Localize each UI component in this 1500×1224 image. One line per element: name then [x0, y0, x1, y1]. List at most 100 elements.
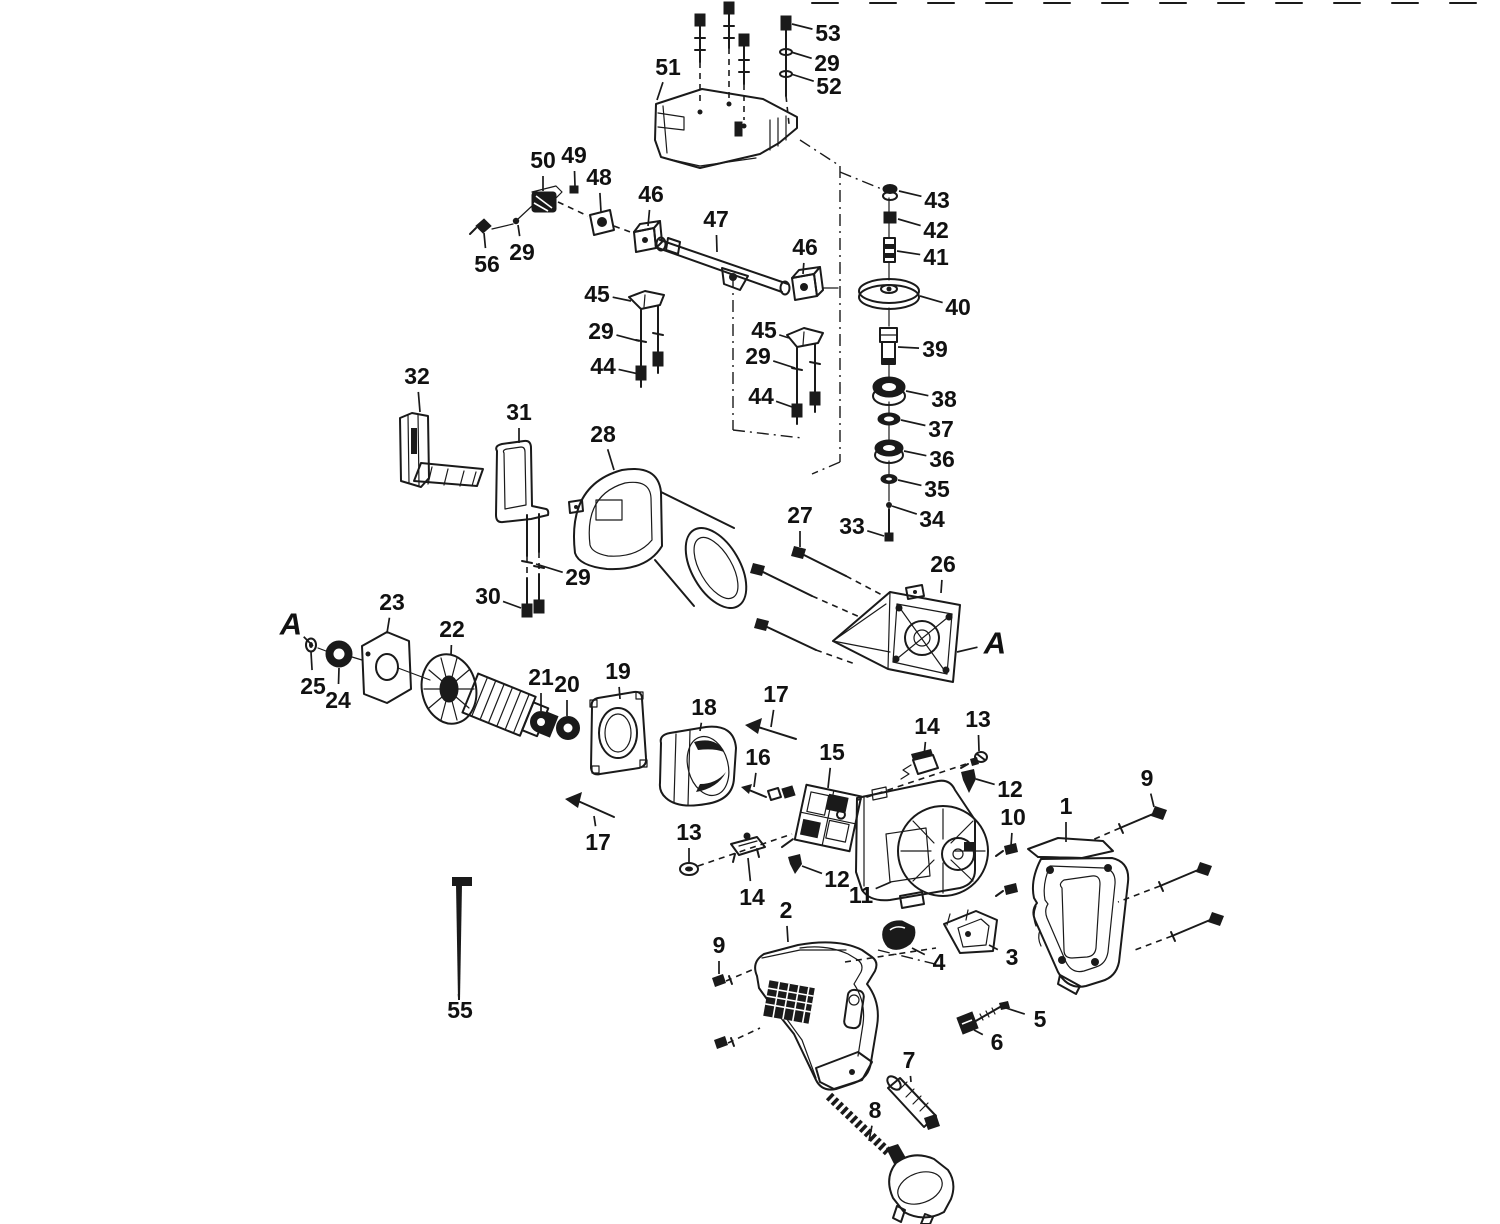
part-31-stirrup [495, 439, 550, 618]
part-26-gear-box [832, 584, 961, 683]
part-label-45: 45 [751, 317, 777, 343]
leader-line [977, 734, 980, 752]
leader-line [337, 667, 340, 685]
leader-line [770, 709, 775, 728]
part-43-nut [882, 184, 898, 201]
leader-line [897, 218, 921, 227]
leader-line [1149, 793, 1155, 808]
part-label-5: 5 [1034, 1006, 1047, 1032]
part-12-screw-upper [961, 769, 976, 793]
part-label-55: 55 [447, 997, 473, 1023]
part-label-46: 46 [792, 234, 818, 260]
fan-spokes [423, 657, 475, 721]
part-label-12: 12 [997, 776, 1023, 802]
leader-line [1010, 832, 1013, 847]
part-28-front-housing [568, 468, 748, 609]
leader-line [715, 234, 718, 253]
part-12-screw-lower [788, 854, 802, 874]
part-label-27: 27 [787, 502, 813, 528]
leader-line [911, 947, 926, 956]
leader-line [900, 419, 926, 427]
part-40-gear-disc [858, 278, 920, 310]
leader-line [618, 686, 621, 700]
leader-line [786, 925, 789, 943]
part-label-17: 17 [763, 681, 789, 707]
leader-line [386, 617, 391, 634]
part-21-bearing [530, 711, 552, 733]
part-label-16: 16 [745, 744, 771, 770]
part-label-41: 41 [923, 244, 949, 270]
part-label-44: 44 [748, 383, 774, 409]
part-4-trigger [877, 920, 948, 968]
vent-grid [763, 980, 815, 1024]
part-label-52: 52 [816, 73, 842, 99]
part-label-47: 47 [703, 206, 729, 232]
part-label-20: 20 [554, 671, 580, 697]
screws-9-left [712, 968, 761, 1049]
leader-line [923, 741, 927, 757]
leader-line [775, 400, 796, 409]
part-label-35: 35 [924, 476, 950, 502]
leader-line [975, 778, 995, 786]
leader-line [905, 390, 929, 397]
leader-line [618, 368, 640, 375]
part-36-bearing [874, 439, 904, 464]
part-13-screw-upper [960, 751, 988, 769]
part-label-38: 38 [931, 386, 957, 412]
part-48-guide-plate [589, 209, 634, 236]
part-label-25: 25 [300, 673, 326, 699]
part-46-cube-right [791, 266, 839, 301]
leader-line [310, 651, 313, 671]
leader-line [867, 529, 885, 537]
leader-line [772, 360, 796, 369]
part-38-bearing [872, 376, 906, 406]
leader-line [483, 232, 487, 249]
part-label-17: 17 [585, 829, 611, 855]
part-19-baffle-plate [589, 690, 648, 776]
leader-line [1005, 1007, 1026, 1015]
part-7-cord-sleeve [886, 1075, 940, 1130]
leader-line [656, 81, 664, 101]
bracket-45-right [786, 327, 824, 425]
leader-line [898, 190, 922, 198]
screw-30-head [521, 603, 533, 618]
part-label-45: 45 [584, 281, 610, 307]
part-label-29: 29 [509, 239, 535, 265]
leader-line [897, 346, 920, 349]
part-label-24: 24 [325, 687, 351, 713]
part-label-10: 10 [1000, 804, 1026, 830]
part-55-wrench [452, 877, 472, 1000]
leader-line [502, 600, 522, 609]
part-label-13: 13 [676, 819, 702, 845]
part-3-switch [943, 909, 998, 954]
part-46-cube-left [633, 220, 663, 253]
part-label-29: 29 [814, 50, 840, 76]
part-label-30: 30 [475, 583, 501, 609]
screws-27 [750, 546, 885, 665]
part-label-32: 32 [404, 363, 430, 389]
part-label-31: 31 [506, 399, 532, 425]
part-24-bearing [325, 640, 353, 668]
part-label-44: 44 [590, 353, 616, 379]
part-13-washer-lower [679, 833, 793, 876]
part-39-eccentric-sleeve [879, 327, 898, 365]
part-18-stator [658, 725, 737, 807]
leader-line [919, 295, 943, 304]
part-label-22: 22 [439, 616, 465, 642]
part-label-15: 15 [819, 739, 845, 765]
leader-line [956, 646, 978, 653]
axis-construction-lines [732, 139, 885, 475]
part-11-motor-assembly [855, 779, 989, 909]
part-label-13: 13 [965, 706, 991, 732]
screws-9-right [1089, 806, 1224, 951]
part-label-43: 43 [924, 187, 950, 213]
screw-17-lower [565, 792, 615, 818]
leader-line [801, 865, 823, 875]
gear-shaft-stack [858, 184, 920, 542]
part-label-46: 46 [638, 181, 664, 207]
screw-44-head [791, 403, 803, 418]
section-marker-A: A [279, 607, 302, 642]
leader-line [303, 636, 314, 647]
leader-line [903, 450, 927, 457]
